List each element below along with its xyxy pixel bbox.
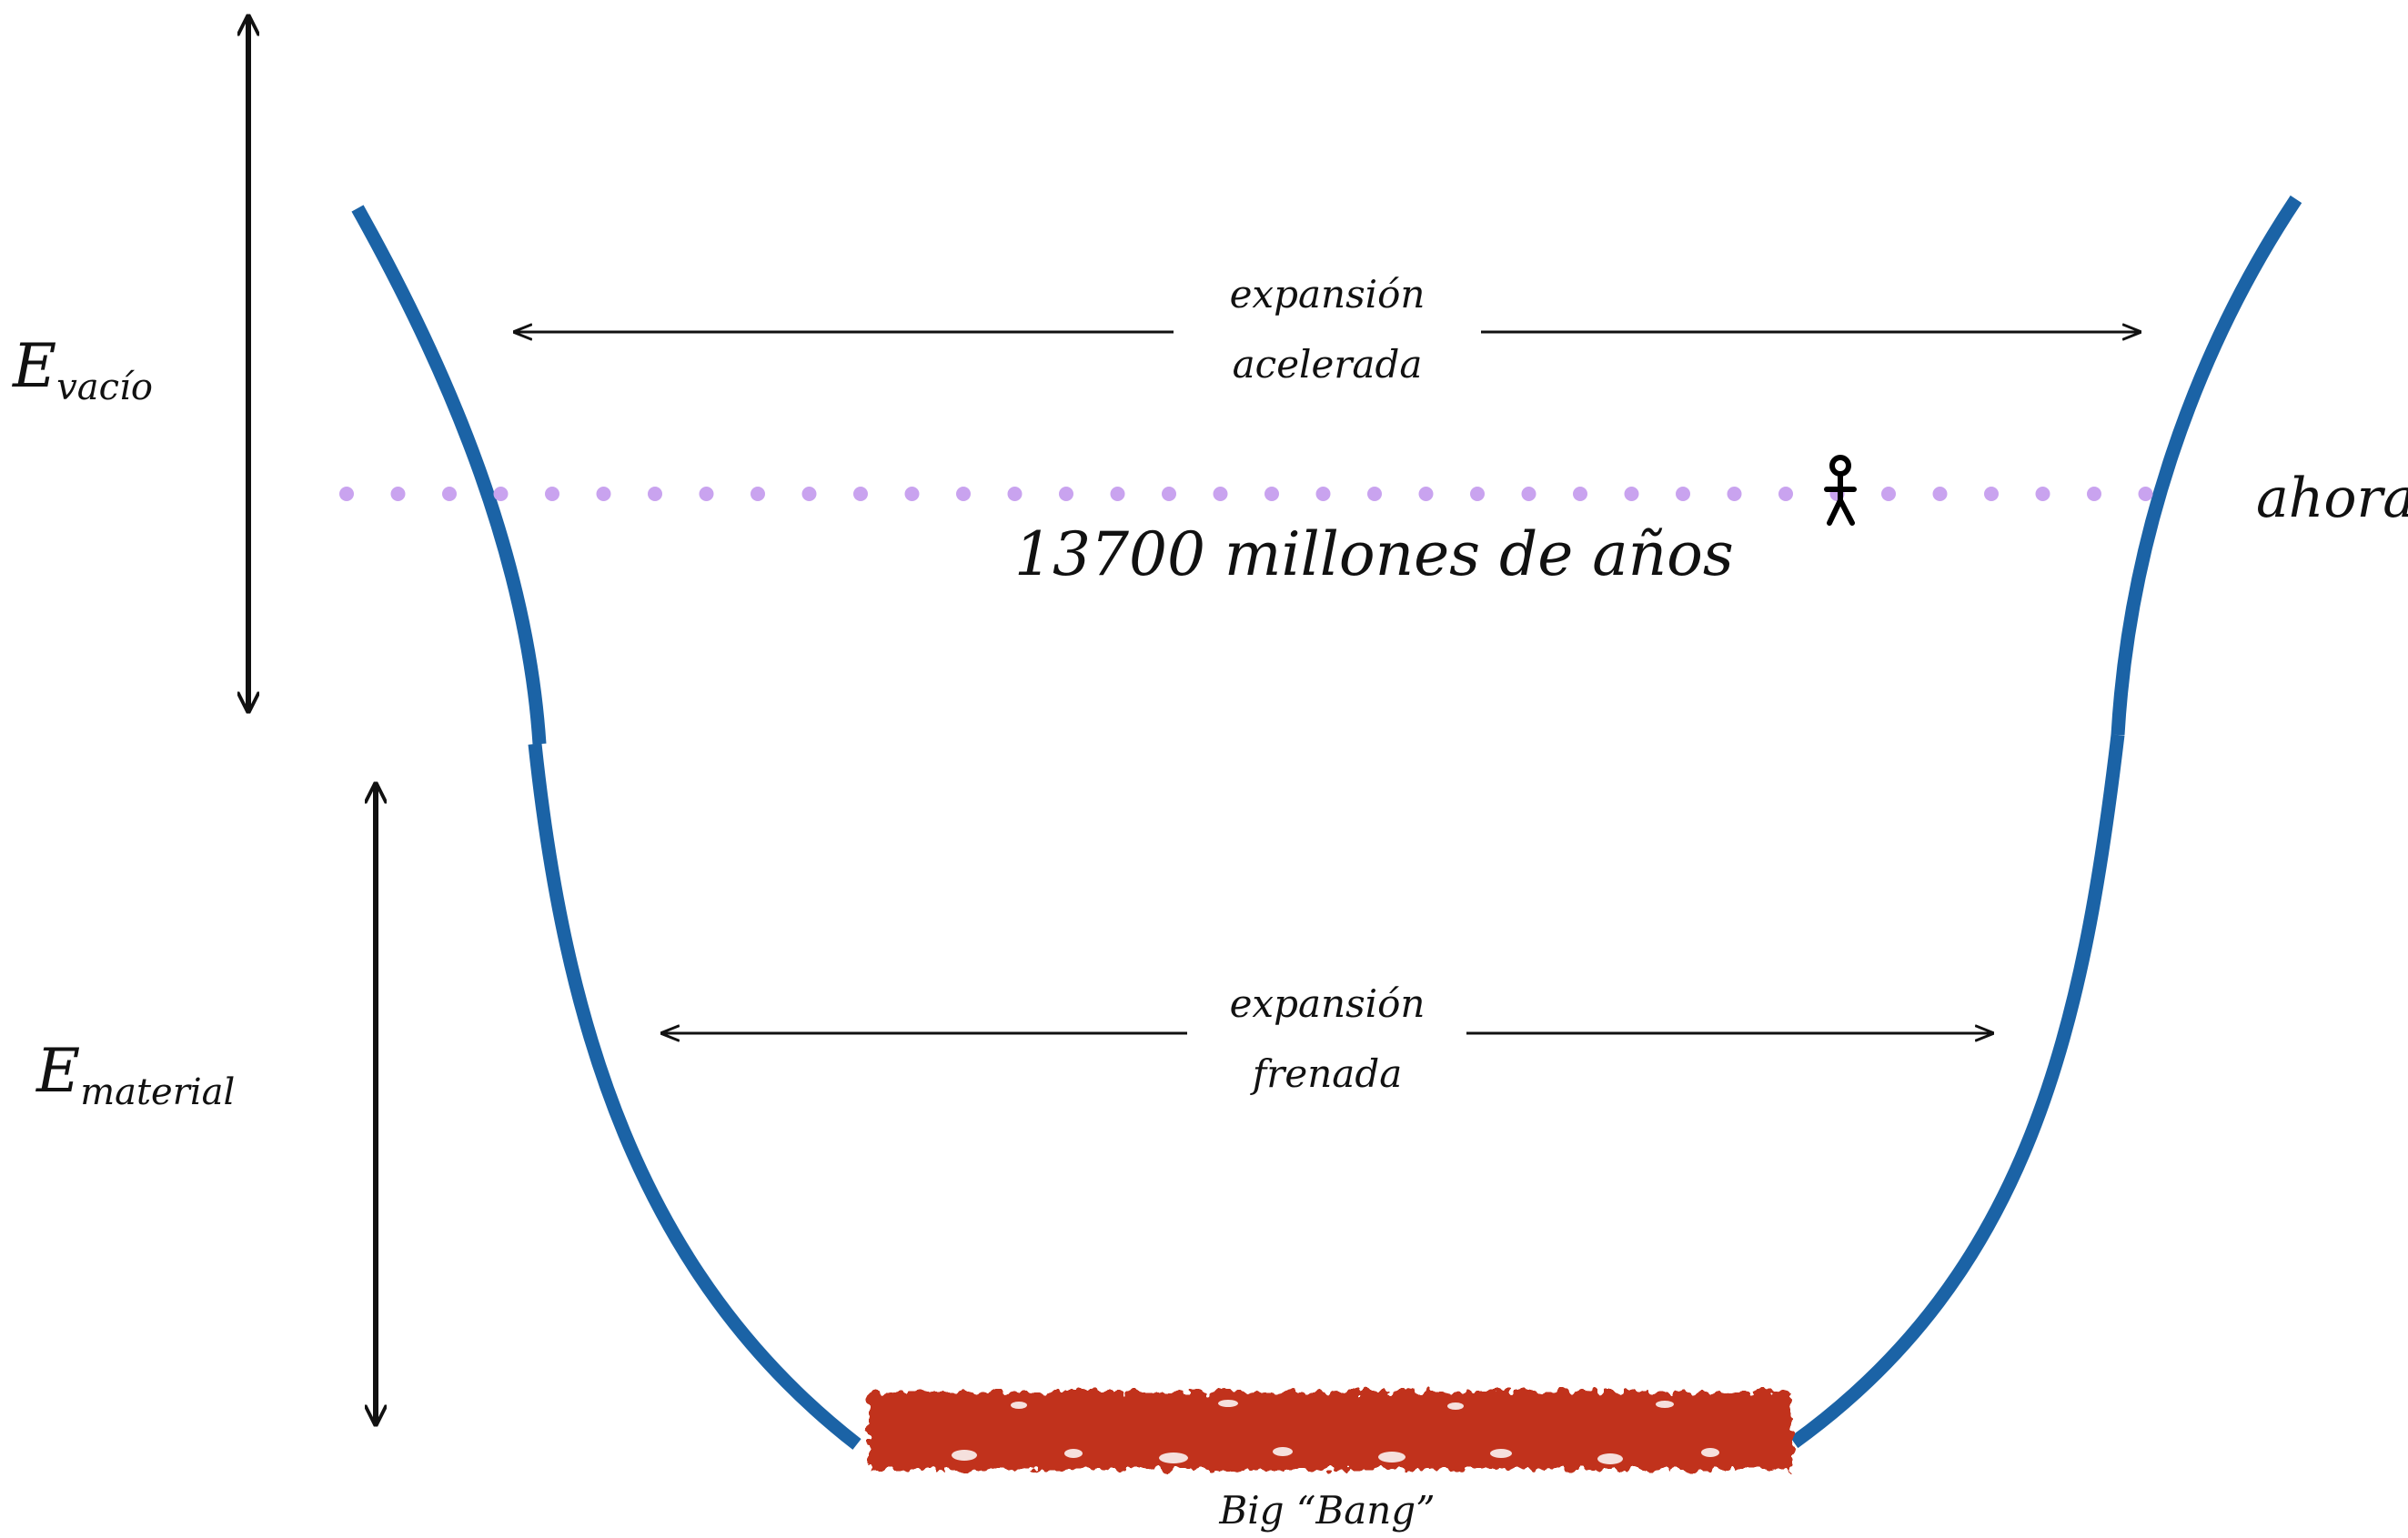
now-dot bbox=[904, 487, 920, 501]
curve-right-upper bbox=[2111, 195, 2302, 736]
braked-label-line2: frenada bbox=[1250, 1051, 1403, 1096]
now-dot bbox=[1059, 487, 1073, 501]
now-dot bbox=[1470, 487, 1485, 501]
now-dot bbox=[493, 487, 509, 501]
now-dot bbox=[956, 487, 971, 501]
now-dot bbox=[1984, 487, 1999, 501]
matter-energy-symbol: E bbox=[35, 1036, 80, 1106]
stick-figure-icon bbox=[1824, 455, 1857, 526]
now-dot bbox=[596, 487, 611, 501]
now-dot bbox=[1778, 487, 1793, 501]
now-dot bbox=[545, 487, 559, 501]
now-dot bbox=[1007, 487, 1023, 501]
big-bang-label: Big “Bang” bbox=[1218, 1488, 1435, 1533]
vacuum-energy-symbol: E bbox=[12, 331, 56, 401]
universe-curve bbox=[351, 195, 2302, 1450]
now-dot bbox=[1932, 487, 1948, 501]
now-dot bbox=[1110, 487, 1125, 501]
accelerated-label-line1: expansión bbox=[1230, 272, 1426, 317]
now-dot bbox=[1264, 487, 1279, 501]
now-dot bbox=[1213, 487, 1228, 501]
now-dot bbox=[1573, 487, 1587, 501]
now-dot bbox=[1727, 487, 1742, 501]
now-dot bbox=[853, 487, 868, 501]
now-dotted-line bbox=[339, 487, 2153, 501]
matter-energy-label: Ematerial bbox=[35, 1036, 235, 1113]
now-dot bbox=[648, 487, 662, 501]
now-dot bbox=[1418, 487, 1434, 501]
matter-energy-subscript: material bbox=[80, 1071, 235, 1113]
accelerated-label-line2: acelerada bbox=[1233, 342, 1423, 387]
now-dot bbox=[2035, 487, 2050, 501]
braked-label-line1: expansión bbox=[1230, 981, 1426, 1026]
now-dot bbox=[699, 487, 714, 501]
now-dot bbox=[1624, 487, 1639, 501]
now-dot bbox=[339, 487, 354, 501]
now-dot bbox=[1676, 487, 1690, 501]
now-dot bbox=[442, 487, 457, 501]
curve-left-upper bbox=[351, 205, 547, 745]
now-dot bbox=[1521, 487, 1536, 501]
vacuum-energy-label: Evacío bbox=[12, 331, 153, 408]
now-dot bbox=[2087, 487, 2101, 501]
now-dot bbox=[1315, 487, 1331, 501]
curve-right-lower bbox=[1789, 734, 2125, 1449]
now-dot bbox=[801, 487, 817, 501]
now-dot bbox=[1881, 487, 1896, 501]
curve-left-lower bbox=[528, 743, 861, 1450]
now-dot bbox=[2138, 487, 2153, 501]
now-dot bbox=[390, 487, 406, 501]
now-label: ahora bbox=[2256, 467, 2408, 530]
big-bang-band bbox=[869, 1392, 1792, 1470]
vacuum-energy-subscript: vacío bbox=[56, 367, 153, 408]
now-dot bbox=[1367, 487, 1382, 501]
age-label: 13700 millones de años bbox=[1014, 519, 1734, 589]
now-dot bbox=[1162, 487, 1176, 501]
now-dot bbox=[751, 487, 765, 501]
